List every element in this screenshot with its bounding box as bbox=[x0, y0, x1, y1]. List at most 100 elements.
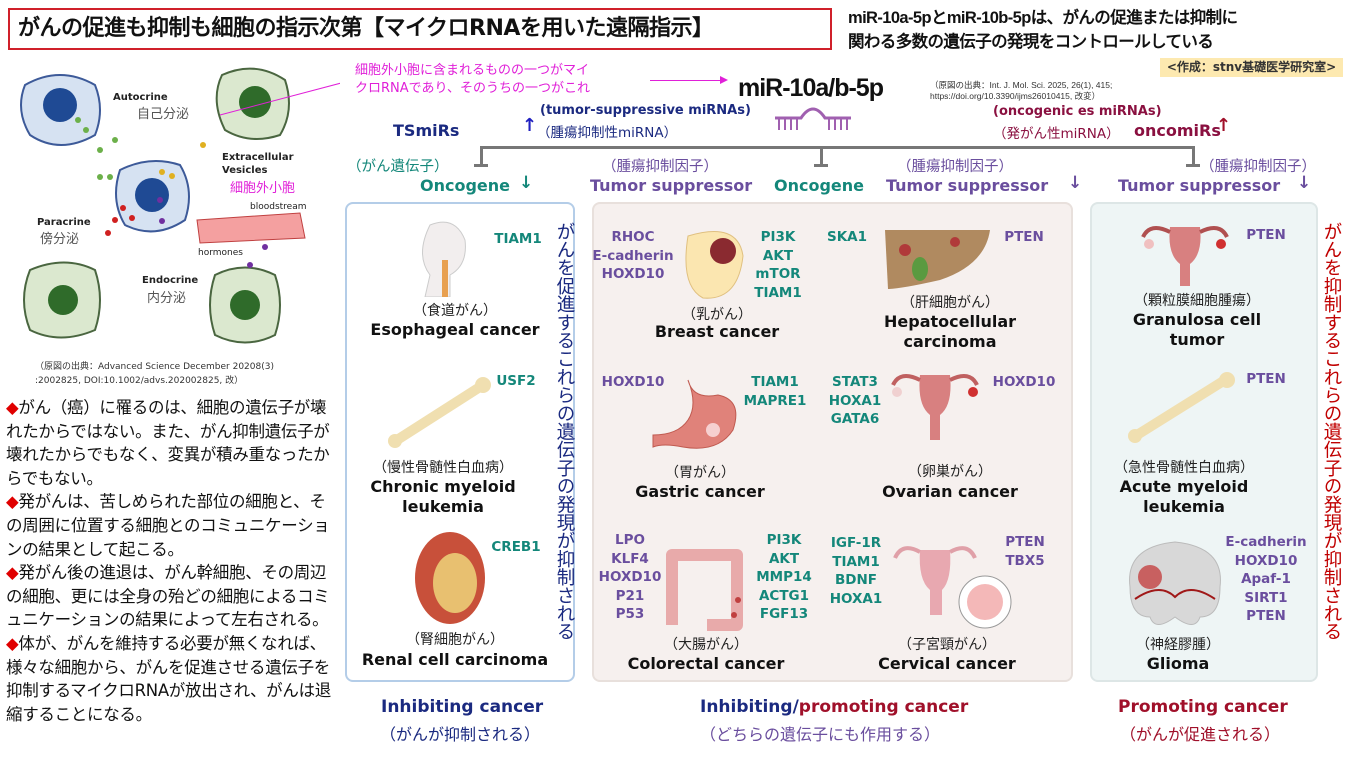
bottom-both: Inhibiting/promoting cancer bbox=[700, 697, 968, 717]
gene-label: TIAM1 bbox=[494, 231, 542, 247]
gene-label: AKT bbox=[762, 247, 794, 264]
oncomirs-jp: （発がん性miRNA） bbox=[993, 126, 1120, 142]
gene-label: FGF13 bbox=[759, 606, 809, 622]
gene-label: TIAM1 bbox=[754, 284, 802, 301]
gene-label: TIAM1 bbox=[832, 553, 880, 570]
cell-bottom-left bbox=[23, 261, 101, 339]
cancer-name-jp: （胃がん） bbox=[665, 465, 735, 481]
oncogene-list: CREB1 bbox=[491, 538, 540, 557]
cancer-name: leukemia bbox=[402, 497, 484, 516]
diamond-bullet-icon: ◆ bbox=[6, 563, 19, 583]
gene-label: HOXA1 bbox=[828, 392, 882, 409]
bottom-promoting-jp: （がんが促進される） bbox=[1120, 725, 1281, 744]
cell-top-right bbox=[215, 67, 290, 140]
bottom-promoting: Promoting cancer bbox=[1118, 697, 1288, 717]
branch-line bbox=[1192, 146, 1195, 166]
gene-label: PTEN bbox=[1005, 534, 1045, 550]
cancer-name: Cervical cancer bbox=[878, 654, 1016, 673]
diamond-bullet-icon: ◆ bbox=[6, 633, 19, 653]
breast-illustration bbox=[685, 231, 744, 299]
citation: （原図の出典：Int. J. Mol. Sci. 2025, 26(1), 41… bbox=[930, 80, 1112, 102]
annotation-arrow bbox=[219, 82, 340, 116]
cancer-name-jp: （腎細胞がん） bbox=[406, 632, 504, 648]
bone-illustration bbox=[1128, 372, 1235, 443]
tumor-suppressor-list: HOXD10 bbox=[602, 373, 665, 392]
gene-label: AKT bbox=[768, 550, 800, 567]
esophagus-illustration bbox=[422, 221, 466, 297]
source-line: （原図の出典：Advanced Science December 20208(3… bbox=[35, 362, 274, 372]
gene-label: LPO bbox=[615, 532, 645, 548]
label-autocrine: Autocrine bbox=[113, 92, 168, 103]
tumor-suppressor-list: PTEN TBX5 bbox=[1005, 533, 1045, 570]
diamond-bullet-icon: ◆ bbox=[6, 398, 19, 417]
gene-label: PTEN bbox=[1246, 371, 1286, 387]
label-paracrine-jp: 傍分泌 bbox=[40, 231, 79, 247]
annotation-line: クロRNAであり、そのうちの一つがこれ bbox=[355, 81, 591, 96]
gene-label: MMP14 bbox=[756, 569, 812, 585]
kidney-illustration bbox=[415, 532, 485, 624]
cancer-name: leukemia bbox=[1143, 497, 1225, 516]
bottom-both-jp: （どちらの遺伝子にも作用する） bbox=[700, 725, 941, 744]
subtitle-line: miR-10a-5pとmiR-10b-5pは、がんの促進または抑制に bbox=[848, 9, 1238, 27]
mirna-title: miR-10a/b-5p bbox=[738, 74, 884, 102]
gene-label: SIRT1 bbox=[1244, 589, 1288, 606]
paragraph-text: 発がん後の進退は、がん幹細胞、その周辺の細胞、更には全身の殆どの細胞によるコミュ… bbox=[6, 563, 330, 630]
cancer-name: Glioma bbox=[1146, 654, 1210, 673]
credit-badge: <作成：stnv基礎医学研究室> bbox=[1160, 58, 1343, 77]
citation-line: https://doi.org/10.3390/ijms26010415, 改変… bbox=[930, 91, 1101, 101]
cancer-name: Granulosa cell bbox=[1132, 310, 1262, 329]
page-title: がんの促進も抑制も細胞の指示次第【マイクロRNAを用いた遠隔指示】 bbox=[8, 8, 832, 50]
cancer-name: carcinoma bbox=[903, 332, 997, 351]
ts-label: Tumor suppressor bbox=[1118, 176, 1281, 195]
gene-label: TBX5 bbox=[1005, 552, 1045, 569]
ts-jp: （腫瘍抑制因子） bbox=[897, 159, 1013, 175]
arrow-up-icon: ↑ bbox=[522, 115, 538, 136]
gene-label: BDNF bbox=[834, 572, 878, 588]
cancer-name: Breast cancer bbox=[654, 322, 780, 341]
arrow-right-icon bbox=[650, 80, 725, 81]
tumor-suppressor-list: PTEN bbox=[1004, 228, 1044, 247]
left-explanation: ◆がん（癌）に罹るのは、細胞の遺伝子が壊れたからではない。また、がん抑制遺伝子が… bbox=[6, 396, 338, 726]
tumor-suppressor-list: HOXD10 bbox=[993, 373, 1056, 392]
oncogene-list: USF2 bbox=[496, 372, 535, 391]
paragraph-text: 発がんは、苦しめられた部位の細胞と、その周囲に位置する細胞とのコミュニケーション… bbox=[6, 492, 330, 559]
stomach-illustration bbox=[652, 379, 737, 449]
cancer-name-jp: （顆粒膜細胞腫瘍） bbox=[1134, 293, 1260, 309]
cell-signaling-diagram: Autocrine 自己分泌 Extracellular Vesicles 細胞… bbox=[20, 67, 340, 344]
tumor-suppressor-list: PTEN bbox=[1246, 226, 1286, 245]
cancer-name-jp: （慢性骨髄性白血病） bbox=[373, 460, 513, 476]
gene-label: MAPRE1 bbox=[743, 392, 807, 409]
tsmirs-jp: （腫瘍抑制性miRNA） bbox=[537, 125, 678, 141]
ts-jp: （腫瘍抑制因子） bbox=[1200, 159, 1316, 175]
liver-illustration bbox=[885, 230, 990, 289]
cancer-name: Hepatocellular bbox=[884, 312, 1016, 331]
gene-label: P21 bbox=[615, 587, 645, 604]
arrow-head-icon bbox=[720, 76, 728, 84]
ovary-illustration bbox=[891, 374, 979, 440]
gene-label: CREB1 bbox=[491, 539, 541, 555]
gene-label: PTEN bbox=[1246, 608, 1286, 624]
tumor-suppressor-list: PTEN bbox=[1246, 370, 1286, 389]
label-autocrine-jp: 自己分泌 bbox=[137, 107, 189, 122]
arrow-down-icon: ↓ bbox=[519, 173, 534, 193]
gene-label: PTEN bbox=[1004, 229, 1044, 245]
vertical-note-promote: がんを抑制するこれらの遺伝子の発現が抑制される bbox=[1321, 222, 1342, 641]
oncogene-list: TIAM1 bbox=[494, 230, 542, 249]
gene-label: HOXD10 bbox=[992, 374, 1056, 390]
mirna-hairpin-icon bbox=[775, 107, 851, 130]
branch-line bbox=[1186, 164, 1200, 167]
gene-label: RHOC bbox=[611, 229, 655, 245]
branch-line bbox=[474, 164, 488, 167]
cancer-name: tumor bbox=[1169, 330, 1225, 349]
cancer-name-jp: （急性骨髄性白血病） bbox=[1114, 460, 1254, 476]
vertical-note-inhibit: がんを促進するこれらの遺伝子の発現が抑制される bbox=[554, 222, 575, 641]
oncogene-jp: （がん遺伝子） bbox=[347, 159, 449, 175]
cancer-name: Chronic myeloid bbox=[370, 477, 516, 496]
oncogene-label: Oncogene bbox=[420, 176, 511, 195]
gene-label: PTEN bbox=[1246, 227, 1286, 243]
arrow-up-icon: ↑ bbox=[1216, 115, 1232, 136]
label-bloodstream: bloodstream bbox=[250, 202, 306, 212]
